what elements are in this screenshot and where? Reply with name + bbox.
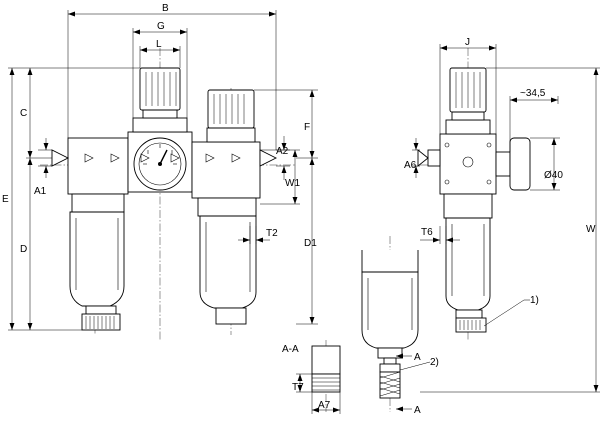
- dim-label-t2: T2: [266, 228, 278, 239]
- dim-label-t7: T7: [292, 382, 304, 393]
- drain-knurl-left: [85, 316, 115, 329]
- side-knob-knurl: [455, 72, 481, 108]
- callout-2: 2): [430, 357, 439, 368]
- dim-label-w1: W1: [285, 178, 300, 189]
- inlet-port-arrow: [51, 149, 70, 167]
- front-view: B G L E C D A1 A2: [2, 3, 318, 340]
- section-title: A-A: [282, 344, 299, 355]
- knob-knurl-center: [145, 72, 177, 106]
- dim-label-d: D: [20, 244, 27, 255]
- dim-label-a1: A1: [34, 186, 47, 197]
- dim-label-l: L: [156, 39, 162, 50]
- outlet-port-arrow: [259, 149, 278, 167]
- section-marker-upper: A: [414, 352, 421, 363]
- side-drain-knurl: [459, 320, 481, 330]
- section-aa: A-A T7 A7: [282, 340, 341, 414]
- knob-knurl-right: [213, 94, 245, 124]
- dim-label-34-5: ~34,5: [520, 88, 546, 99]
- pressure-gauge-side: [509, 137, 531, 191]
- dim-label-a6: A6: [404, 160, 417, 171]
- lubricator-unit: [191, 89, 261, 325]
- detail-knurl: [379, 371, 401, 397]
- dim-label-a7: A7: [318, 400, 331, 411]
- section-marker-lower: A: [414, 405, 421, 416]
- side-port-arrow: [427, 149, 441, 167]
- side-view: J ~34,5 Ø40 A6 T6 W 1): [404, 37, 600, 393]
- filter-unit: [67, 137, 129, 331]
- dim-label-t6: T6: [421, 227, 433, 238]
- dim-label-e: E: [2, 194, 9, 205]
- dim-label-b: B: [162, 3, 169, 14]
- dim-label-w: W: [586, 224, 596, 235]
- dim-label-a2: A2: [276, 146, 289, 157]
- dim-label-d1: D1: [304, 238, 317, 249]
- callout-1: 1): [530, 295, 539, 306]
- drain-detail: A A 2): [361, 236, 439, 416]
- dim-label-dia40: Ø40: [544, 170, 563, 181]
- dim-label-j: J: [465, 37, 470, 48]
- dim-label-g: G: [157, 21, 165, 32]
- dim-label-c: C: [20, 108, 27, 119]
- regulator-unit: [127, 67, 193, 193]
- dim-label-f: F: [304, 122, 310, 133]
